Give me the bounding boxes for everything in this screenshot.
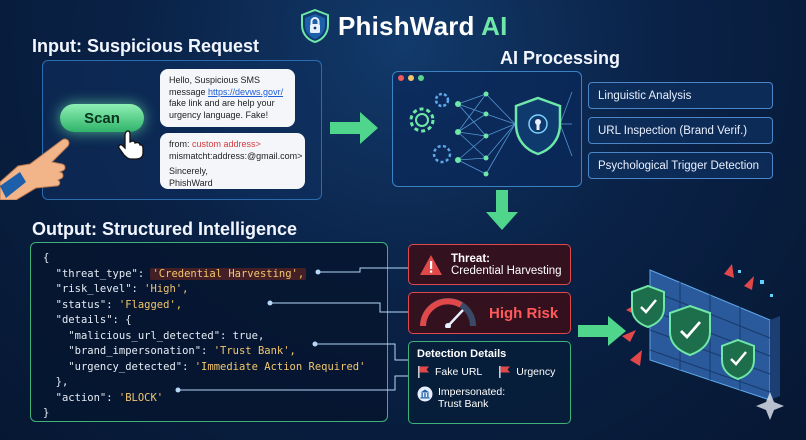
neural-network-icon bbox=[409, 91, 573, 177]
warning-icon bbox=[420, 254, 442, 275]
app-brand: PhishWard AI bbox=[300, 6, 510, 46]
feature-psych-trigger: Psychological Trigger Detection bbox=[588, 152, 773, 179]
message-bubble-email: from: custom address> mismatcht:address:… bbox=[160, 133, 305, 189]
message-bubble-sms: Hello, Suspicious SMS message https://de… bbox=[160, 69, 295, 127]
window-controls bbox=[398, 75, 424, 81]
arrow-right-icon bbox=[330, 112, 378, 144]
sparkle-icon bbox=[756, 392, 784, 420]
scan-button[interactable]: Scan bbox=[60, 104, 144, 132]
hand-pointer-icon bbox=[0, 138, 70, 200]
detection-details-card: Detection Details Fake URL Urgency Imper… bbox=[408, 341, 571, 424]
suspicious-link[interactable]: https://devws.govr/ bbox=[208, 86, 284, 97]
risk-level-label: High Risk bbox=[489, 304, 559, 322]
risk-card: High Risk bbox=[408, 292, 571, 334]
output-heading: Output: Structured Intelligence bbox=[32, 219, 298, 239]
arrow-right-icon bbox=[578, 316, 626, 346]
page-title: PhishWard AI bbox=[338, 10, 508, 41]
flag-icon bbox=[499, 366, 511, 378]
input-heading: Input: Suspicious Request bbox=[32, 36, 260, 56]
gauge-icon bbox=[420, 298, 476, 328]
firewall-icon bbox=[622, 264, 784, 420]
flag-icon bbox=[418, 366, 429, 378]
bank-icon bbox=[417, 386, 433, 402]
feature-linguistic-analysis: Linguistic Analysis bbox=[588, 82, 773, 109]
feature-url-inspection: URL Inspection (Brand Verif.) bbox=[588, 117, 773, 144]
threat-card: Threat: Credential Harvesting bbox=[408, 244, 571, 285]
arrow-down-icon bbox=[486, 190, 518, 230]
processing-heading: AI Processing bbox=[500, 48, 621, 68]
gear-icon bbox=[409, 107, 435, 133]
cursor-hand-icon bbox=[118, 130, 144, 160]
shield-lock-icon bbox=[301, 9, 329, 43]
